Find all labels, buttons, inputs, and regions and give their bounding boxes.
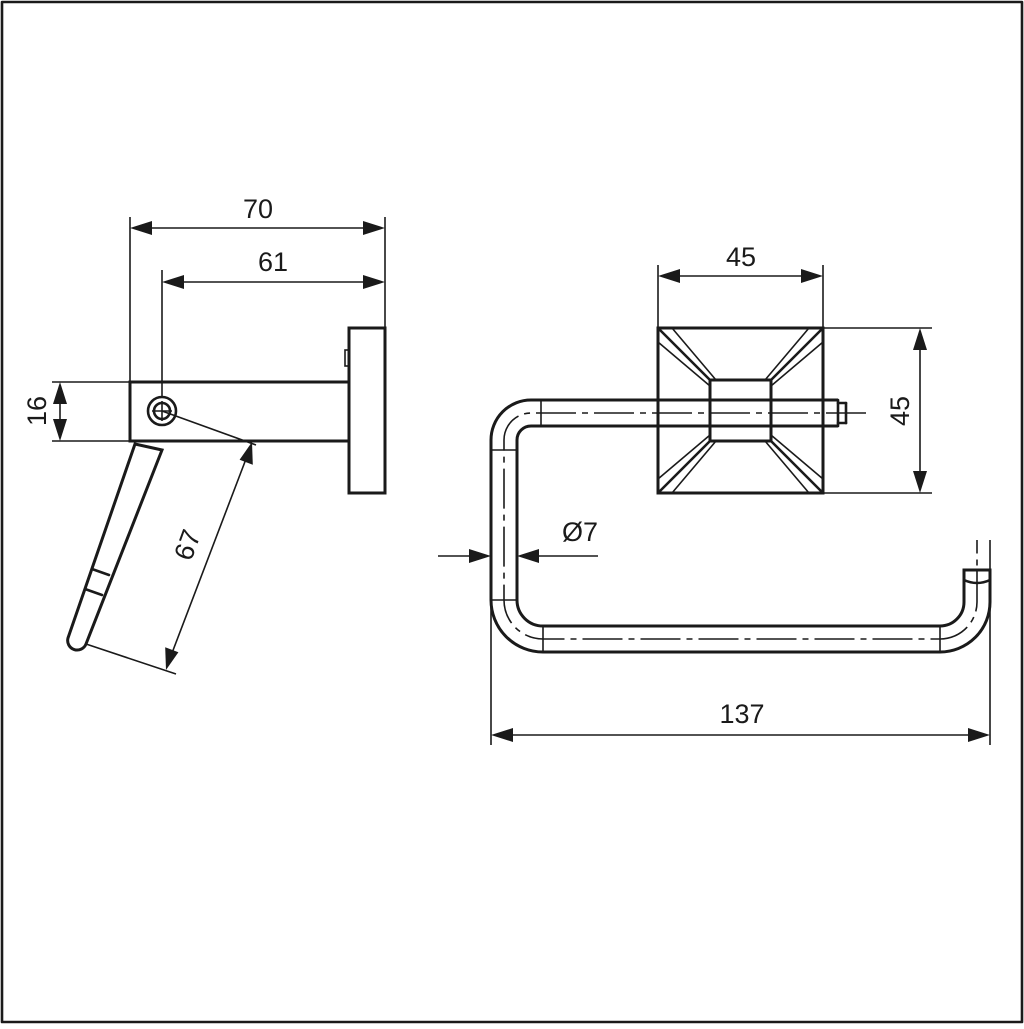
side-plate-clip xyxy=(344,349,350,367)
plate-bevel-tr2 xyxy=(764,327,810,381)
dim-plate-width: 45 xyxy=(658,242,823,283)
rod-centerline xyxy=(503,412,978,640)
side-angled-arm xyxy=(66,442,165,652)
front-wall-plate xyxy=(656,326,825,495)
plate-bevel-tr xyxy=(769,326,825,382)
rod-top-outline xyxy=(489,398,992,654)
plate-bevel-tl xyxy=(656,326,712,382)
front-view: 45 45 Ø7 137 xyxy=(438,242,992,745)
dim-overall-depth: 70 xyxy=(130,194,385,235)
dim-label-plate-height: 45 xyxy=(885,396,915,426)
plate-bevel-rb xyxy=(770,434,824,480)
plate-bevel-lt xyxy=(657,341,711,387)
arm-band-bottom xyxy=(83,587,104,597)
plate-bevel-br2 xyxy=(764,440,810,494)
dim-label-arm-length: 67 xyxy=(168,526,206,564)
ext-line-67-top xyxy=(161,410,257,446)
dim-overall-width: 137 xyxy=(491,699,990,742)
dim-axle-depth: 61 xyxy=(162,247,385,289)
side-view: 70 61 16 67 xyxy=(22,194,387,675)
dim-rod-diameter: Ø7 xyxy=(438,517,598,563)
dim-label-overall-width: 137 xyxy=(719,699,764,729)
side-wall-plate xyxy=(347,326,387,495)
plate-center-square xyxy=(708,378,773,443)
plate-bevel-tl2 xyxy=(671,327,717,381)
dim-label-bar-height: 16 xyxy=(22,396,52,426)
dim-plate-height: 45 xyxy=(885,328,927,493)
plate-bevel-lb xyxy=(657,434,711,480)
plate-bevel-bl2 xyxy=(671,440,717,494)
dim-bar-height: 16 xyxy=(22,382,67,441)
dim-label-overall-depth: 70 xyxy=(243,194,273,224)
dim-label-plate-width: 45 xyxy=(726,242,756,272)
plate-bevel-br xyxy=(769,439,825,495)
dim-label-axle-depth: 61 xyxy=(258,247,288,277)
dim-arm-length: 67 xyxy=(165,442,253,670)
dim-label-rod-diameter: Ø7 xyxy=(562,517,598,547)
arm-band-top xyxy=(90,567,111,577)
plate-bevel-bl xyxy=(656,439,712,495)
ext-line-67-bottom xyxy=(85,643,177,675)
plate-bevel-rt xyxy=(770,341,824,387)
side-horizontal-bar xyxy=(128,380,351,443)
